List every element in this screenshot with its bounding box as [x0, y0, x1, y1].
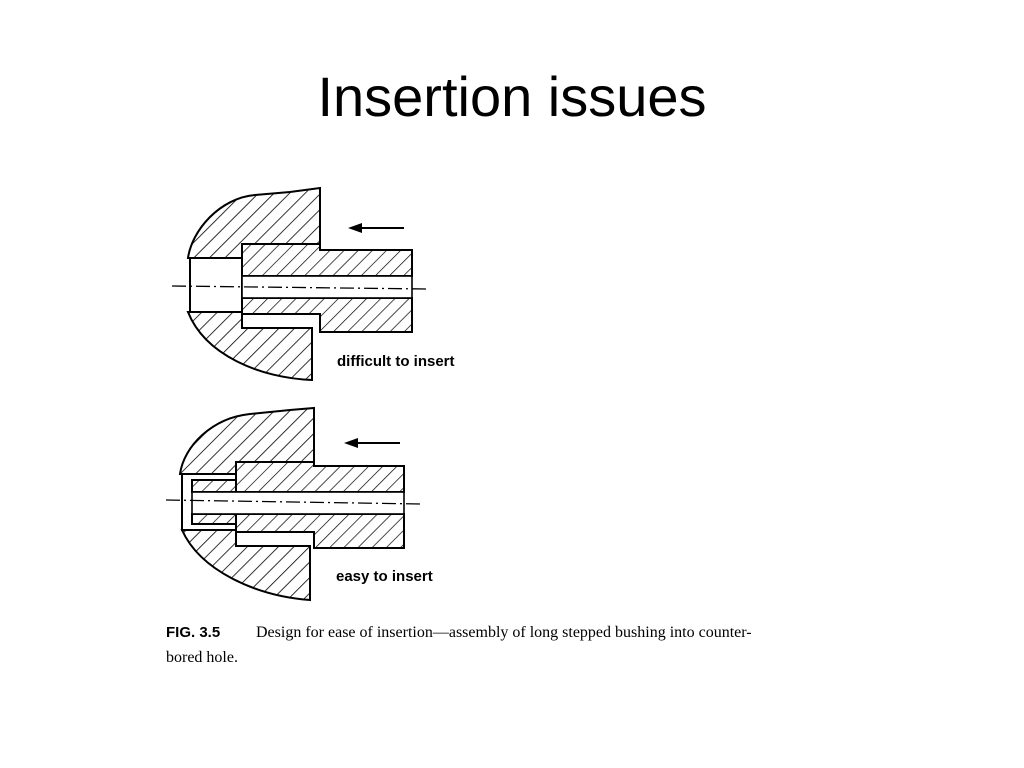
- bushing-upper-wall: [241, 243, 413, 277]
- bushing-lower-wall: [191, 513, 405, 549]
- difficult-insert-diagram: difficult to insert: [171, 186, 455, 382]
- figure-caption: FIG. 3.5 Design for ease of insertion—as…: [166, 624, 752, 666]
- figure-number: FIG. 3.5: [166, 624, 220, 641]
- caption-line-1: Design for ease of insertion—assembly of…: [256, 624, 752, 641]
- bushing-bore: [191, 491, 405, 515]
- insertion-arrow-head: [348, 223, 362, 233]
- centerline: [171, 285, 429, 290]
- caption-line-2: bored hole.: [166, 649, 238, 666]
- housing-lower-section: [180, 529, 311, 602]
- slide-title: Insertion issues: [317, 65, 707, 128]
- counterbore-recess: [189, 257, 243, 313]
- insertion-arrow-head: [344, 438, 358, 448]
- easy-to-insert-label: easy to insert: [336, 568, 433, 585]
- difficult-to-insert-label: difficult to insert: [337, 353, 455, 370]
- centerline: [165, 499, 423, 505]
- bushing-bore: [241, 275, 413, 299]
- housing-lower-section: [186, 311, 313, 382]
- bushing-lower-wall: [241, 297, 413, 333]
- easy-insert-diagram: easy to insert: [165, 406, 433, 602]
